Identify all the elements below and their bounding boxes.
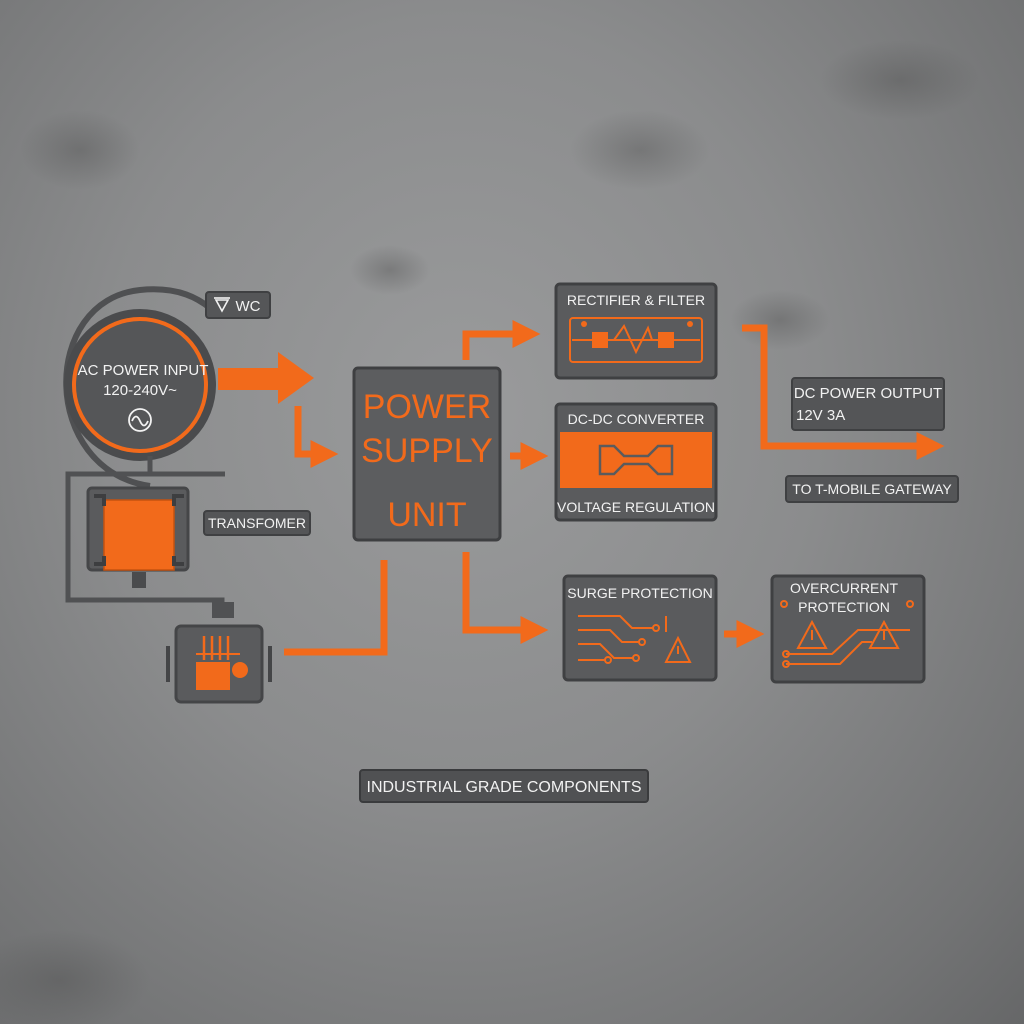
gateway-destination: TO T-MOBILE GATEWAY	[792, 481, 952, 497]
ac-input-line1: AC POWER INPUT	[78, 362, 209, 379]
dcdc-converter-node: DC-DC CONVERTER VOLTAGE REGULATION	[554, 402, 718, 522]
wc-tag: WC	[205, 291, 271, 319]
dc-output-line1: DC POWER OUTPUT	[794, 385, 942, 402]
dc-output-label: DC POWER OUTPUT 12V 3A	[791, 377, 945, 431]
rectifier-title: RECTIFIER & FILTER	[567, 292, 705, 308]
overcurrent-line2: PROTECTION	[798, 599, 890, 615]
gateway-destination-label: TO T-MOBILE GATEWAY	[785, 475, 959, 503]
psu-line1: POWER	[363, 388, 491, 426]
footer-badge: INDUSTRIAL GRADE COMPONENTS	[359, 769, 649, 803]
dcdc-title: DC-DC CONVERTER	[568, 411, 705, 427]
plug-module-node	[166, 602, 272, 704]
dual-warning-icon	[780, 600, 914, 668]
power-supply-unit-node: POWER SUPPLY UNIT	[352, 366, 502, 542]
overcurrent-protection-node: OVERCURRENT PROTECTION	[770, 574, 926, 684]
psu-line2: SUPPLY	[361, 432, 493, 470]
transformer-label: TRANSFOMER	[208, 515, 306, 531]
dcdc-subtitle: VOLTAGE REGULATION	[557, 499, 715, 515]
converter-icon	[560, 432, 712, 488]
overcurrent-line1: OVERCURRENT	[790, 580, 899, 596]
psu-line3: UNIT	[387, 496, 466, 534]
wc-tag-label: WC	[236, 298, 261, 315]
ground-triangle-icon	[214, 297, 230, 313]
transformer-node: TRANSFOMER	[86, 486, 311, 588]
surge-protection-node: SURGE PROTECTION	[562, 574, 718, 682]
circuit-warning-icon	[578, 615, 692, 664]
surge-title: SURGE PROTECTION	[567, 585, 712, 601]
footer-label: INDUSTRIAL GRADE COMPONENTS	[367, 779, 642, 796]
rectifier-circuit-icon	[569, 317, 703, 363]
rectifier-filter-node: RECTIFIER & FILTER	[554, 282, 718, 380]
ac-input-line2: 120-240V~	[103, 382, 177, 399]
background-texture	[0, 40, 980, 1024]
plug-connector-icon	[196, 636, 248, 690]
ac-power-input-node: AC POWER INPUT 120-240V~	[63, 286, 216, 489]
flow-arrows	[218, 320, 945, 656]
dc-output-line2: 12V 3A	[796, 407, 845, 424]
transformer-core-icon	[94, 494, 184, 588]
sine-wave-icon	[128, 408, 152, 432]
